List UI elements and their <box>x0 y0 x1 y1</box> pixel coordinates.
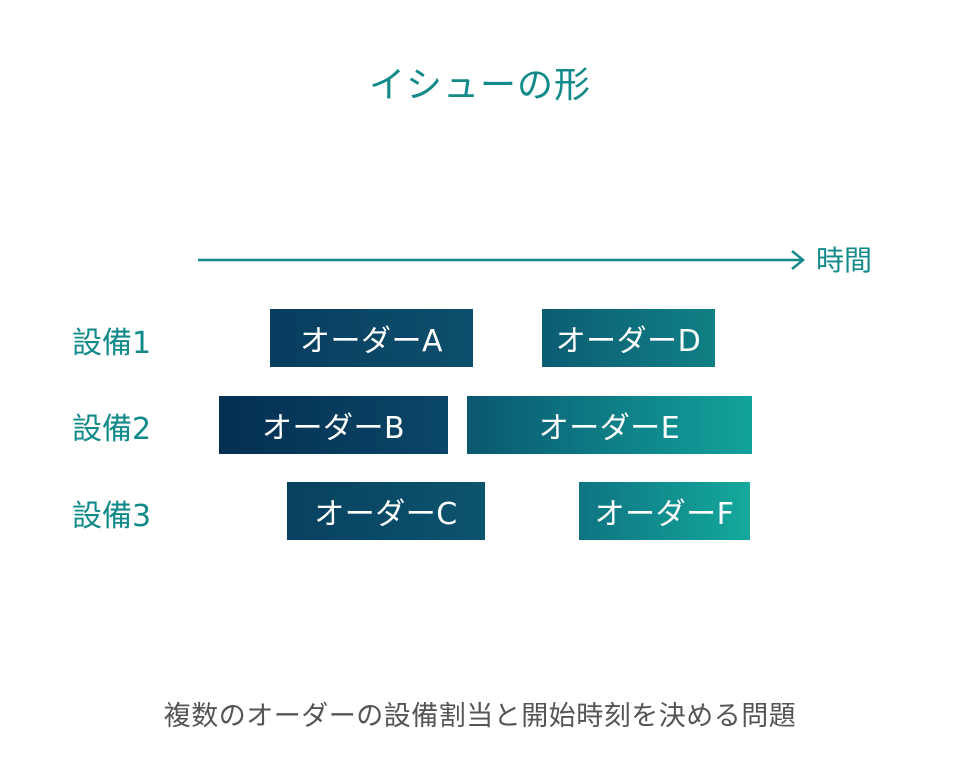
order-c-label: オーダーC <box>314 497 458 532</box>
order-c-block: オーダーC <box>287 482 485 540</box>
time-axis-label: 時間 <box>816 244 873 277</box>
order-d-label: オーダーD <box>555 324 702 359</box>
order-f-label: オーダーF <box>594 497 735 532</box>
order-e-block: オーダーE <box>467 396 752 454</box>
order-a-label: オーダーA <box>299 324 444 359</box>
order-b-block: オーダーB <box>219 396 448 454</box>
time-axis-arrowhead <box>791 250 805 270</box>
order-a-block: オーダーA <box>270 309 473 367</box>
row-label-equipment-1: 設備1 <box>72 326 152 361</box>
row-label-equipment-2: 設備2 <box>72 412 152 447</box>
order-e-label: オーダーE <box>538 411 681 446</box>
order-f-block: オーダーF <box>579 482 750 540</box>
order-b-label: オーダーB <box>261 411 406 446</box>
order-d-block: オーダーD <box>542 309 715 367</box>
diagram-title: イシューの形 <box>368 65 591 106</box>
row-label-equipment-3: 設備3 <box>72 499 152 534</box>
time-axis-arrow <box>198 250 805 270</box>
diagram-caption: 複数のオーダーの設備割当と開始時刻を決める問題 <box>163 701 797 732</box>
